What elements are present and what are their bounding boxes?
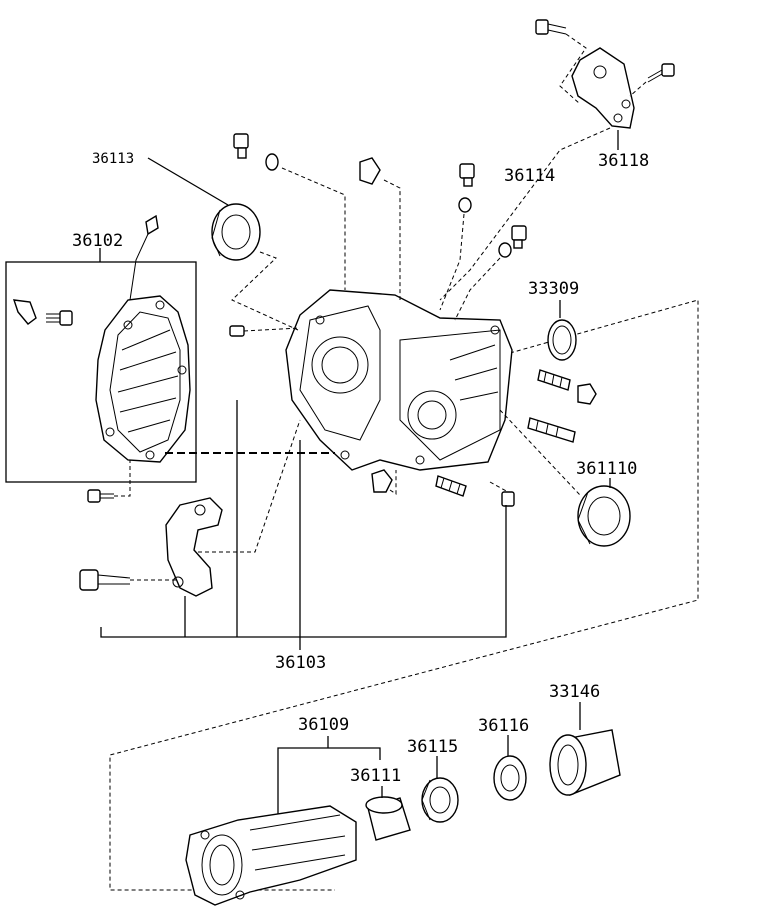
bolt-small-box: [46, 310, 73, 326]
label-36111: 36111: [350, 766, 401, 786]
bearing-36115: [421, 777, 459, 823]
bracket-dash-to-case: [198, 419, 301, 553]
label-36114: 36114: [504, 166, 555, 186]
label-36102: 36102: [72, 231, 123, 251]
stud-lower-right: [527, 417, 576, 443]
plug-right-mid: [454, 225, 527, 321]
bracket-36109: [277, 747, 381, 815]
plug-center-top: [359, 157, 401, 300]
label-36118: 36118: [598, 151, 649, 171]
pin-left: [229, 325, 301, 337]
label-36115: 36115: [407, 737, 458, 757]
extension-group-dash-boundary: [109, 299, 699, 891]
seal-dash-36113: [231, 251, 299, 331]
bracket-bolt-left: [535, 19, 587, 105]
mount-bracket-36118: [571, 47, 635, 129]
plug-top-left: [233, 133, 346, 290]
dowel-case-bottom: [489, 481, 515, 507]
lower-bracket: [165, 497, 223, 597]
label-36116: 36116: [478, 716, 529, 736]
bracket-small: [12, 299, 37, 325]
label-36109: 36109: [298, 715, 349, 735]
transfer-cover: [95, 295, 191, 463]
oil-seal-361110: [577, 485, 631, 547]
oil-seal-36113: [211, 203, 261, 261]
bushing-36111: [365, 796, 411, 841]
label-36103: 36103: [275, 653, 326, 673]
cover-bolt-bottom: [87, 460, 131, 503]
cover-assembly-box: [5, 261, 197, 483]
o-ring-33309: [547, 319, 577, 361]
seal-dash-361110: [499, 409, 581, 496]
leader-36113: [147, 157, 229, 206]
label-36113: 36113: [92, 151, 134, 167]
housing-bracket-line: [100, 505, 507, 638]
stud-case-bottom: [435, 475, 467, 497]
seal-36116: [493, 755, 527, 801]
nut-case-bottom: [371, 469, 397, 495]
lower-bracket-bolt: [79, 569, 176, 591]
bracket-bolt-right: [629, 63, 675, 97]
stud-upper-right: [537, 369, 597, 405]
plug-right-top: [439, 163, 475, 311]
label-33309: 33309: [528, 279, 579, 299]
transfer-case-housing: [285, 289, 513, 471]
extension-housing-36109: [185, 805, 357, 906]
bracket-dash-line: [439, 127, 611, 301]
label-33146: 33146: [549, 682, 600, 702]
breather-plug: [129, 214, 159, 301]
label-361110: 361110: [576, 459, 637, 479]
dust-cover-33146: [549, 729, 621, 796]
